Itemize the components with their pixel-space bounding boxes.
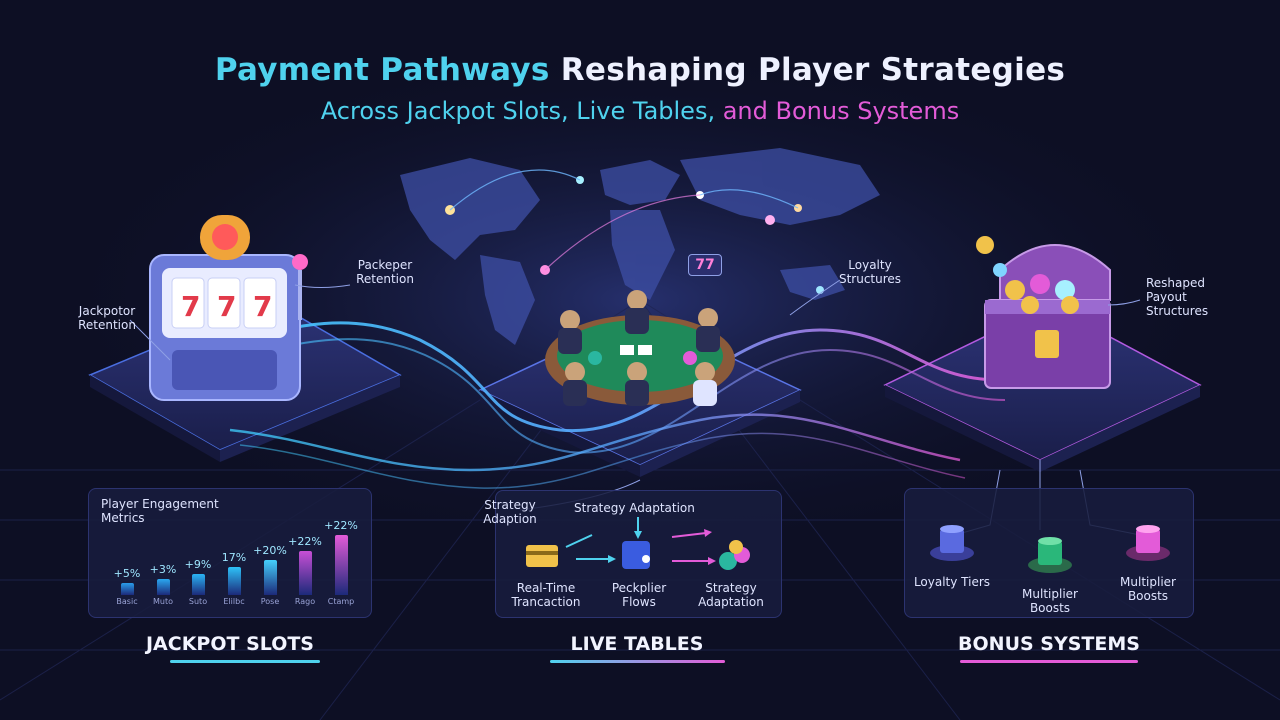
svg-text:7: 7: [181, 290, 200, 323]
engagement-bar-label: +22%: [288, 535, 322, 548]
payment-flows: [159, 321, 1006, 489]
engagement-tick-label: Muto: [152, 597, 173, 606]
section-label-bonus-systems: BONUS SYSTEMS: [958, 633, 1140, 655]
boost-chip-icon: [1136, 529, 1160, 553]
engagement-tick-label: Pose: [260, 597, 280, 606]
underline-slots: [170, 660, 320, 663]
bonus-item-multiplier-boosts-center: Multiplier Boosts: [1022, 587, 1078, 615]
engagement-bar: [264, 560, 277, 595]
poker-table-illustration: [545, 290, 735, 406]
strategy-panel: Strategy Adaptation Real-Time Trancactio…: [495, 490, 782, 618]
engagement-bar: [228, 567, 241, 595]
page-subtitle: Across Jackpot Slots, Live Tables, and B…: [0, 97, 1280, 125]
callout-loyalty-structures: Loyalty Structures: [838, 258, 902, 286]
bonus-chip-graphic: [930, 525, 1170, 573]
callout-reshaped-payout: Reshaped Payout Structures: [1146, 276, 1209, 318]
callout-packeper-retention: Packeper Retention: [356, 258, 414, 286]
bonus-item-multiplier-boosts-right: Multiplier Boosts: [1120, 575, 1176, 603]
chip-stack-icon: [719, 552, 737, 570]
title-highlight: Payment Pathways: [214, 52, 550, 88]
subtitle-cyan: Across Jackpot Slots, Live Tables,: [320, 97, 716, 125]
engagement-tick-label: Rago: [294, 597, 316, 606]
multiplier-chip-icon: [1038, 541, 1062, 565]
slot-machine-illustration: 7 7 7: [149, 215, 308, 401]
engagement-bar-label: +20%: [253, 544, 287, 557]
world-map: [400, 148, 880, 345]
engagement-bar: [335, 535, 348, 595]
underline-bonus: [960, 660, 1138, 663]
engagement-metrics-panel: Player Engagement Metrics +5% +3% +9% 17% +2…: [88, 488, 372, 618]
strategy-flow-graphic: [526, 517, 750, 570]
engagement-bar-label: +3%: [149, 563, 177, 576]
step-real-time-transaction: Real-Time Trancaction: [511, 581, 581, 609]
page-title: Payment Pathways Reshaping Player Strate…: [0, 52, 1280, 88]
wallet-icon: [622, 541, 650, 569]
engagement-tick-label: Basic: [116, 597, 138, 606]
engagement-bar-label: +5%: [113, 567, 141, 580]
step-peckplier-flows: Peckplier Flows: [611, 581, 667, 609]
bonus-item-loyalty-tiers: Loyalty Tiers: [913, 575, 991, 589]
engagement-bar-label: 17%: [221, 551, 247, 564]
map-nodes: [445, 169, 824, 294]
engagement-bars: +5%+3%+9%17%+20%+22%+22%: [109, 515, 359, 595]
engagement-bar: [299, 551, 312, 595]
engagement-bar-label: +9%: [184, 558, 212, 571]
section-label-jackpot-slots: JACKPOT SLOTS: [145, 633, 314, 655]
engagement-tick-label: Elilbc: [223, 597, 245, 606]
subtitle-magenta: and Bonus Systems: [722, 97, 960, 125]
engagement-bar: [157, 579, 170, 595]
engagement-bar: [121, 583, 134, 595]
engagement-bar-label: +22%: [324, 519, 358, 532]
title-rest: Reshaping Player Strategies: [560, 52, 1066, 88]
engagement-metrics-title: Player Engagement Metrics: [101, 497, 219, 525]
callout-jackpot-retention: Jackpotor Retention: [78, 304, 136, 332]
bonus-panel: Loyalty Tiers Multiplier Boosts Multipli…: [904, 488, 1194, 618]
treasure-chest-illustration: [976, 236, 1111, 389]
section-label-live-tables: LIVE TABLES: [570, 633, 704, 655]
engagement-bar: [192, 574, 205, 595]
strategy-panel-title: Strategy Adaptation: [574, 501, 695, 515]
engagement-ticks: Basic Muto Suto Elilbc Pose Rago Ctamp: [109, 597, 359, 609]
map-badge: 77: [688, 254, 722, 276]
loyalty-chip-icon: [940, 529, 964, 553]
svg-text:7: 7: [253, 290, 272, 323]
svg-text:7: 7: [217, 290, 236, 323]
step-strategy-adaptation: Strategy Adaptation: [698, 581, 764, 609]
callout-strategy-adaption: Strategy Adaption: [483, 498, 537, 526]
engagement-tick-label: Suto: [188, 597, 208, 606]
underline-tables: [550, 660, 725, 663]
engagement-tick-label: Ctamp: [327, 597, 355, 606]
credit-card-icon: [526, 545, 558, 567]
